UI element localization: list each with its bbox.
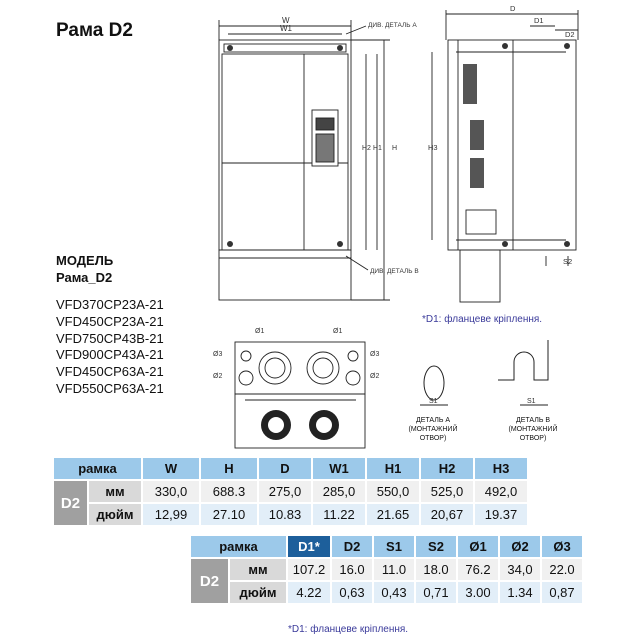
table2-header: D1* [288, 536, 330, 557]
table2-header: Ø2 [500, 536, 540, 557]
dim-w1-label: W1 [280, 24, 293, 33]
model-heading-label: МОДЕЛЬ [56, 253, 114, 268]
table2-cell: 34,0 [500, 559, 540, 580]
table-row: дюйм 4.22 0,63 0,43 0,71 3.00 1.34 0,87 [191, 582, 582, 603]
table2-cell: 3.00 [458, 582, 498, 603]
dim-w-label: W [282, 16, 290, 25]
table1-unit: мм [89, 481, 141, 502]
phi1-label-right: Ø1 [333, 328, 342, 335]
table-row: дюйм 12,99 27.10 10.83 11.22 21.65 20,67… [54, 504, 527, 525]
table2-cell: 16.0 [332, 559, 372, 580]
dim-d2-label: D2 [565, 30, 575, 39]
table2-cell: 18.0 [416, 559, 456, 580]
dim-d1-label: D1 [534, 16, 544, 25]
phi1-label-left: Ø1 [255, 328, 264, 335]
table2-header: D2 [332, 536, 372, 557]
flange-note-bottom: *D1: фланцеве кріплення. [288, 624, 409, 635]
dim-h-label: H [392, 145, 397, 152]
table2-group: D2 [191, 559, 228, 603]
detail-b-caption: ДЕТАЛЬ В (МОНТАЖНИЙ ОТВОР) [508, 417, 558, 442]
model-heading: МОДЕЛЬ Рама_D2 [56, 252, 113, 286]
model-item: VFD550CP63A-21 [56, 380, 164, 396]
dimensions-table-2: рамка D1* D2 S1 S2 Ø1 Ø2 Ø3 D2 мм 107.2 … [189, 534, 584, 605]
phi2-label-right: Ø2 [370, 373, 379, 380]
model-item: VFD750CP43B-21 [56, 330, 164, 346]
table-row: D2 мм 330,0 688.3 275,0 285,0 550,0 525,… [54, 481, 527, 525]
table1-cell: 688.3 [201, 481, 257, 502]
detail-a-ref: ДИВ. ДЕТАЛЬ А [368, 22, 417, 29]
phi3-label-right: Ø3 [370, 351, 379, 358]
table1-header: H3 [475, 458, 527, 479]
model-list: VFD370CP23A-21 VFD450CP23A-21 VFD750CP43… [56, 297, 164, 398]
dim-h1-label: H1 [373, 145, 382, 152]
table1-cell: 21.65 [367, 504, 419, 525]
table1-cell: 492,0 [475, 481, 527, 502]
detail-b-s1-label: S1 [527, 398, 536, 405]
detail-b-ref: ДИВ. ДЕТАЛЬ В [370, 268, 419, 275]
model-item: VFD370CP23A-21 [56, 297, 164, 312]
dimensions-table-1: рамка W H D W1 H1 H2 H3 D2 мм 330,0 688.… [52, 456, 529, 527]
table1-group: D2 [54, 481, 87, 525]
table2-cell: 0,71 [416, 582, 456, 603]
model-item: VFD900CP43A-21 [56, 347, 164, 363]
table2-cell: 22.0 [542, 559, 582, 580]
table2-cell: 1.34 [500, 582, 540, 603]
table1-cell: 19.37 [475, 504, 527, 525]
dim-h2-label: H2 [362, 145, 371, 152]
table2-cell: 107.2 [288, 559, 330, 580]
table2-header: Ø1 [458, 536, 498, 557]
dim-d-label: D [510, 4, 516, 13]
table2-unit: дюйм [230, 582, 286, 603]
table1-header: H [201, 458, 257, 479]
table1-cell: 20,67 [421, 504, 473, 525]
dim-s2-label: S2 [563, 257, 572, 266]
table-row: D2 мм 107.2 16.0 11.0 18.0 76.2 34,0 22.… [191, 559, 582, 603]
table1-cell: 330,0 [143, 481, 199, 502]
table1-header: W1 [313, 458, 365, 479]
table2-corner: рамка [191, 536, 286, 557]
table1-header: H2 [421, 458, 473, 479]
phi2-label-left: Ø2 [213, 373, 222, 380]
table2-header: S1 [374, 536, 414, 557]
table2-cell: 4.22 [288, 582, 330, 603]
table2-unit: мм [230, 559, 286, 580]
table2-cell: 11.0 [374, 559, 414, 580]
table1-unit: дюйм [89, 504, 141, 525]
table2-header: S2 [416, 536, 456, 557]
model-item: VFD450CP23A-21 [56, 313, 164, 329]
table2-header: Ø3 [542, 536, 582, 557]
table1-header: W [143, 458, 199, 479]
detail-a-caption: ДЕТАЛЬ А (МОНТАЖНИЙ ОТВОР) [408, 417, 458, 442]
detail-a-s1-label: S1 [429, 398, 438, 405]
table1-cell: 27.10 [201, 504, 257, 525]
table1-cell: 10.83 [259, 504, 311, 525]
dim-h3-label: H3 [428, 143, 438, 152]
table1-cell: 11.22 [313, 504, 365, 525]
flange-note-top: *D1: фланцеве кріплення. [422, 314, 543, 325]
table1-cell: 525,0 [421, 481, 473, 502]
table2-cell: 0,87 [542, 582, 582, 603]
table1-header: H1 [367, 458, 419, 479]
model-item: VFD450CP63A-21 [56, 364, 164, 380]
table2-cell: 76.2 [458, 559, 498, 580]
page-title: Рама D2 [56, 20, 133, 41]
table1-cell: 275,0 [259, 481, 311, 502]
table1-cell: 285,0 [313, 481, 365, 502]
phi3-label-left: Ø3 [213, 351, 222, 358]
table1-header: D [259, 458, 311, 479]
table2-cell: 0,63 [332, 582, 372, 603]
table2-cell: 0,43 [374, 582, 414, 603]
table1-cell: 12,99 [143, 504, 199, 525]
table1-cell: 550,0 [367, 481, 419, 502]
model-frame-label: Рама_D2 [56, 270, 113, 285]
table1-corner: рамка [54, 458, 141, 479]
